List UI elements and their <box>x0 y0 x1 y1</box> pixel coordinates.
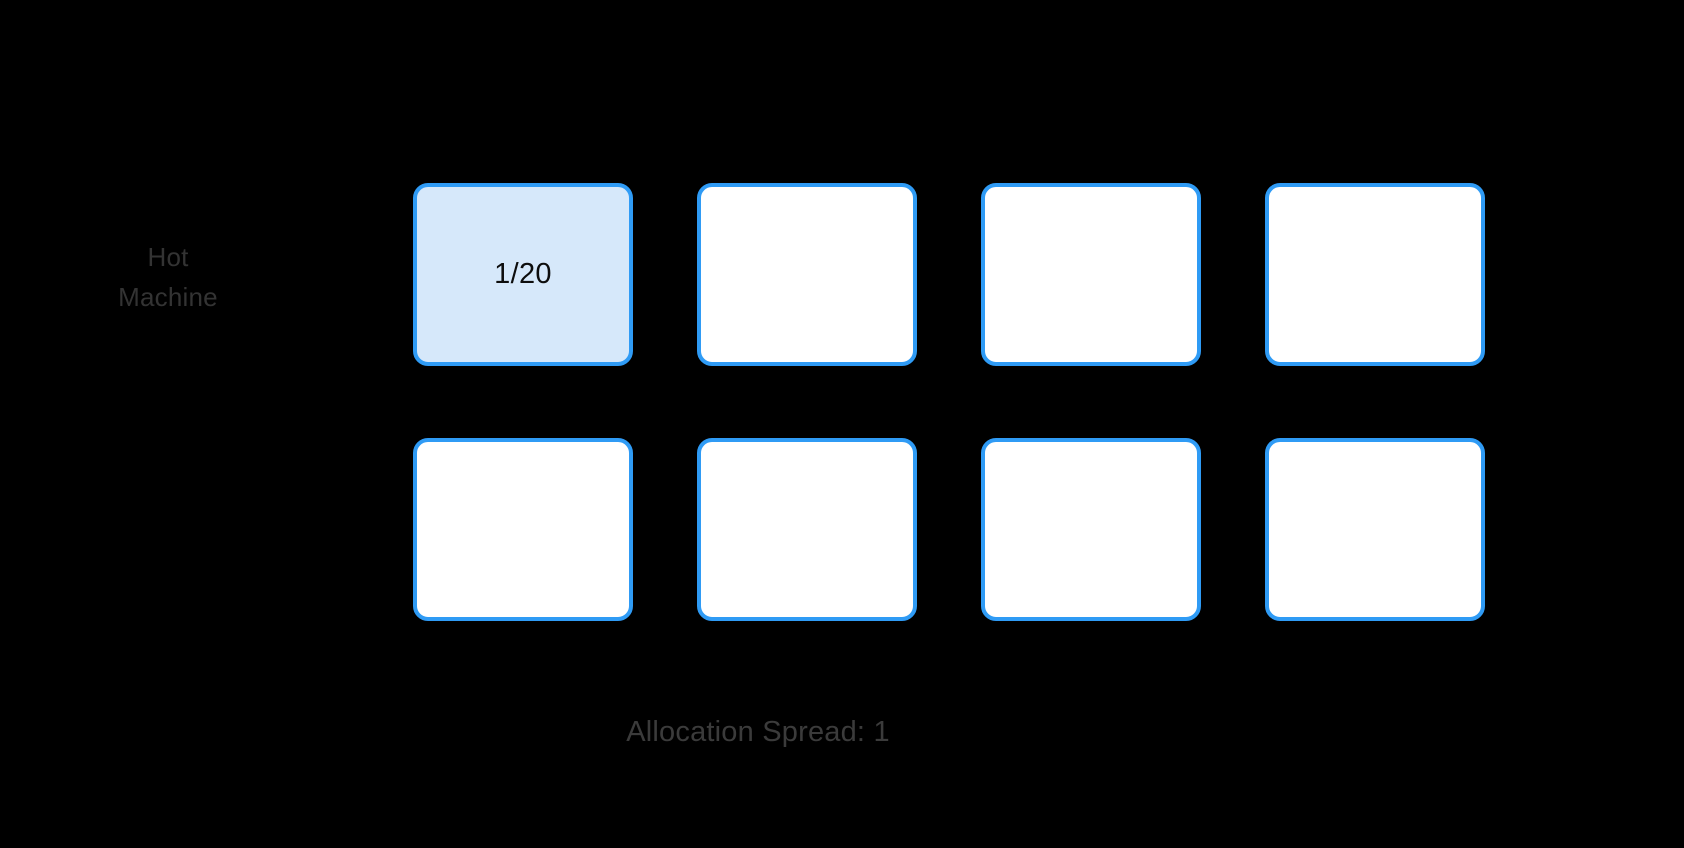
machine-grid-row <box>413 438 1485 621</box>
machine-cell[interactable] <box>697 183 917 366</box>
machine-cell-label: 1/20 <box>494 258 552 290</box>
row-label-hot-machine: Hot Machine <box>118 242 218 312</box>
machine-cell[interactable] <box>1265 183 1485 366</box>
machine-cell[interactable] <box>981 438 1201 621</box>
machine-grid: 1/20 <box>413 183 1485 621</box>
machine-cell[interactable] <box>1265 438 1485 621</box>
machine-cell[interactable] <box>697 438 917 621</box>
allocation-spread-caption-text: Allocation Spread: 1 <box>626 716 890 748</box>
allocation-spread-caption: Allocation Spread: 1 <box>0 712 1684 752</box>
machine-cell[interactable] <box>413 438 633 621</box>
machine-cell[interactable]: 1/20 <box>413 183 633 366</box>
machine-grid-row: 1/20 <box>413 183 1485 366</box>
machine-cell[interactable] <box>981 183 1201 366</box>
